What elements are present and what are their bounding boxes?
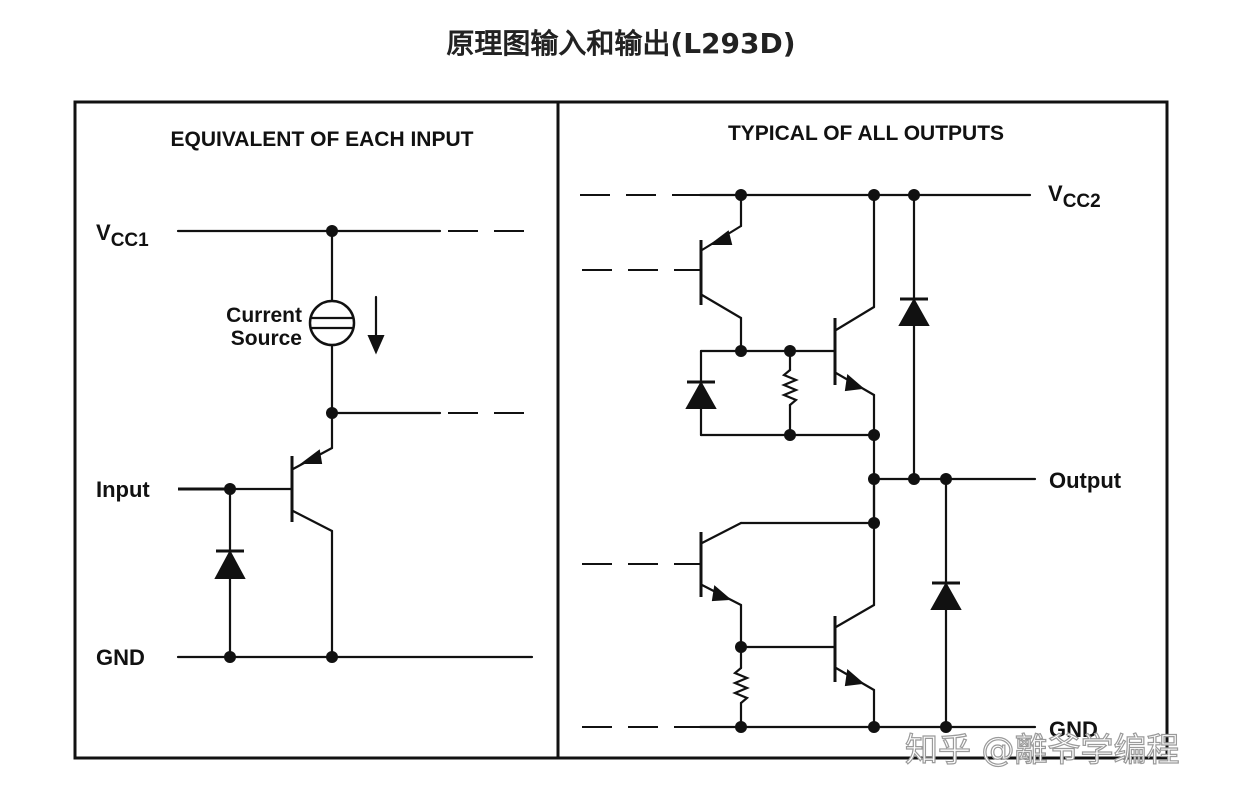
lower-npn-arrow (844, 669, 865, 687)
input-clamp-diode (214, 549, 246, 579)
lower-clamp-diode (930, 581, 962, 610)
upper-pnp-arrow (709, 230, 733, 245)
upper-npn-arrow (844, 374, 865, 392)
pnp-emitter-arrow (300, 449, 323, 464)
vcc2-label: VCC2 (1048, 181, 1101, 212)
upper-diode (685, 380, 717, 409)
upper-npn-collector-diag (834, 305, 876, 332)
gnd-junction-collector (326, 651, 338, 663)
current-source-label-line1: Current (226, 304, 302, 327)
lower-left-arrow (711, 585, 732, 602)
current-direction-arrowhead (367, 335, 385, 355)
gnd-junction-3 (940, 721, 952, 733)
input-equivalent-panel: EQUIVALENT OF EACH INPUT VCC1 Current So… (96, 128, 534, 670)
gnd-junction-2 (868, 721, 880, 733)
current-source-label-line2: Source (231, 327, 302, 350)
output-junction-2 (908, 473, 920, 485)
upper-resistor (781, 368, 799, 407)
lower-left-collector-diag (700, 521, 743, 545)
lower-resistor (732, 666, 750, 705)
watermark: 知乎 @離爷学编程 (905, 730, 1180, 769)
output-typical-panel: TYPICAL OF ALL OUTPUTS VCC2 (580, 122, 1122, 742)
output-label: Output (1049, 468, 1122, 493)
collector-diagonal (291, 509, 334, 533)
lower-npn-collector-diag (834, 603, 876, 629)
gnd-junction-1 (735, 721, 747, 733)
left-gnd-label: GND (96, 645, 145, 670)
upper-bottom-junction-1 (784, 429, 796, 441)
gnd-junction-diode (224, 651, 236, 663)
right-gnd-label: GND (1049, 717, 1098, 742)
page-title: 原理图输入和输出(L293D) (446, 27, 796, 60)
upper-node-junction-1 (735, 345, 747, 357)
vcc1-label: VCC1 (96, 220, 149, 251)
right-panel-heading: TYPICAL OF ALL OUTPUTS (728, 122, 1004, 145)
diagram-frame (73, 100, 1169, 760)
left-panel-heading: EQUIVALENT OF EACH INPUT (171, 128, 474, 151)
upper-clamp-diode (898, 297, 930, 326)
current-source-symbol (308, 299, 356, 347)
upper-pnp-collector-diag (700, 293, 743, 320)
input-label: Input (96, 477, 150, 502)
